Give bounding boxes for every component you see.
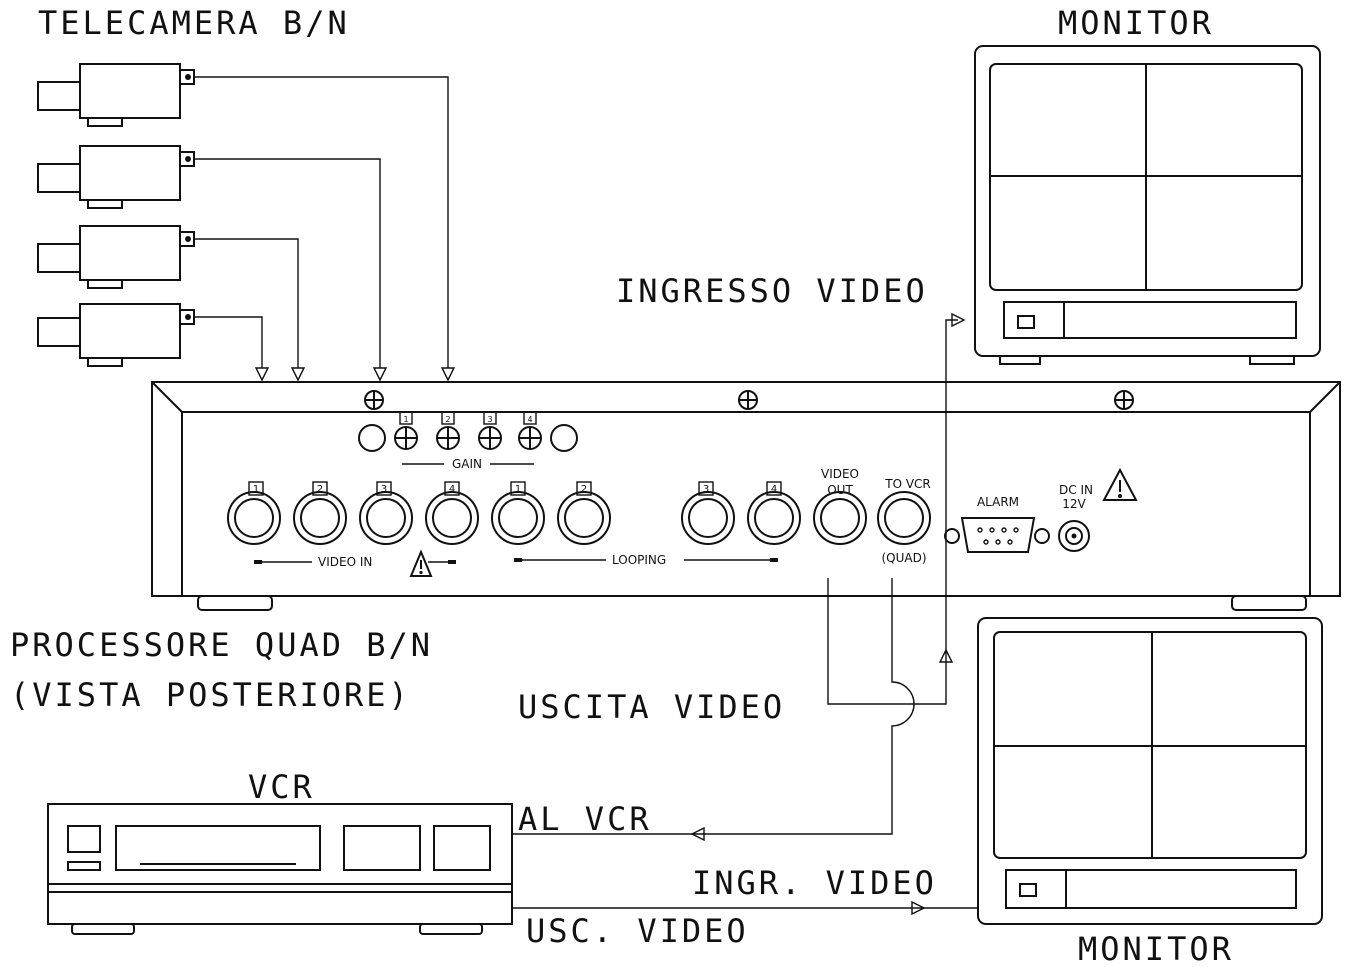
bnc-connector-icon[interactable] (491, 491, 545, 545)
al-vcr-label: AL VCR (518, 800, 652, 838)
gain-knob-3[interactable] (478, 411, 502, 450)
screw-icon (738, 390, 758, 410)
ingr-video-label: INGR. VIDEO (692, 864, 937, 902)
video-out-label: OUT (827, 483, 853, 497)
video-in-label: VIDEO IN (318, 555, 372, 569)
screw-icon (1114, 390, 1134, 410)
looping-number: 3 (703, 484, 709, 495)
alarm-label: ALARM (977, 495, 1019, 509)
looping-label: LOOPING (612, 553, 666, 567)
bnc-connector-icon[interactable] (813, 491, 867, 545)
gain-knob-1[interactable] (394, 411, 418, 450)
gain-knob-4[interactable] (518, 411, 542, 450)
bnc-connector-icon[interactable] (293, 491, 347, 545)
vcr-label: VCR (248, 768, 315, 806)
monitor-bottom (977, 617, 1323, 925)
warning-icon (409, 549, 433, 577)
looping-number: 4 (771, 484, 777, 495)
gain-number: 4 (527, 415, 532, 424)
dc-in-jack[interactable] (1058, 520, 1090, 552)
bnc-connector-icon[interactable] (359, 491, 413, 545)
video-out-label: VIDEO (821, 467, 859, 481)
camera-1 (37, 63, 195, 127)
usc-video-label: USC. VIDEO (526, 912, 749, 950)
dc-in-label: DC IN (1059, 483, 1093, 497)
dc-in-voltage: 12V (1062, 497, 1086, 511)
camera-4 (37, 303, 195, 367)
quad-processor: 1 2 3 4 GAIN 1 2 3 4 1 2 3 4 (151, 381, 1341, 611)
bnc-connector-icon[interactable] (557, 491, 611, 545)
to-vcr-label: TO VCR (884, 477, 931, 491)
gain-number: 2 (445, 415, 450, 424)
bnc-connector-icon[interactable] (681, 491, 735, 545)
uscita-video-label: USCITA VIDEO (518, 688, 785, 726)
bnc-connector-icon[interactable] (227, 491, 281, 545)
gain-label: GAIN (452, 457, 482, 471)
video-in-number: 1 (253, 484, 259, 495)
looping-number: 2 (581, 484, 587, 495)
output-cables (512, 312, 978, 916)
camera-2 (37, 145, 195, 209)
looping-number: 1 (515, 484, 521, 495)
bnc-connector-icon[interactable] (877, 491, 931, 545)
bnc-connector-icon[interactable] (747, 491, 801, 545)
processor-label: PROCESSORE QUAD B/N (10, 626, 433, 664)
monitor-top-label: MONITOR (1058, 4, 1214, 42)
warning-icon (1102, 467, 1138, 501)
monitor-top (974, 45, 1321, 365)
bnc-connector-icon[interactable] (425, 491, 479, 545)
processor-sublabel: (VISTA POSTERIORE) (10, 676, 411, 714)
gain-number: 1 (403, 415, 408, 424)
camera-label: TELECAMERA B/N (38, 4, 350, 42)
video-in-number: 4 (449, 484, 455, 495)
video-in-number: 2 (317, 484, 323, 495)
screw-icon (364, 390, 384, 410)
gain-number: 3 (487, 415, 492, 424)
monitor-bottom-label: MONITOR (1078, 930, 1234, 967)
camera-cables (194, 76, 456, 382)
ingresso-video-label: INGRESSO VIDEO (616, 272, 928, 310)
camera-3 (37, 225, 195, 289)
quad-label: (QUAD) (881, 551, 926, 565)
vcr (47, 803, 513, 935)
video-in-number: 3 (381, 484, 387, 495)
alarm-connector[interactable] (944, 517, 1050, 553)
gain-knob-2[interactable] (436, 411, 460, 450)
